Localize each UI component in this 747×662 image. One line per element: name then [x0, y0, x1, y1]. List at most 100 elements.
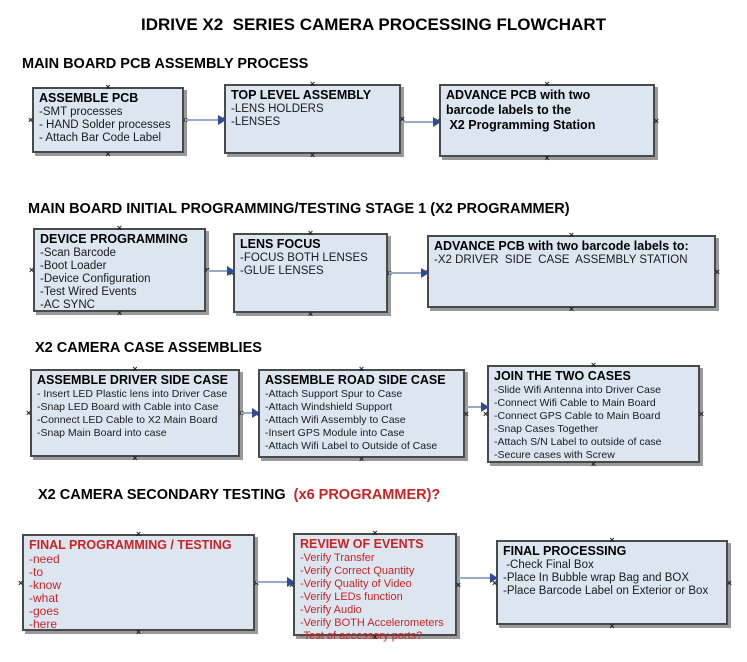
- flow-box-lens-focus: LENS FOCUS-FOCUS BOTH LENSES-GLUE LENSES…: [229, 229, 392, 319]
- connection-point-icon: ×: [609, 535, 615, 545]
- box-item: -Insert GPS Module into Case: [265, 427, 405, 439]
- section-heading: MAIN BOARD INITIAL PROGRAMMING/TESTING S…: [28, 201, 570, 217]
- box-item: -Attach Wifi Assembly to Case: [265, 414, 406, 426]
- box-item: -Snap Cases Together: [494, 423, 599, 435]
- box-item: -know: [29, 578, 62, 592]
- connection-point-icon: ×: [132, 453, 138, 463]
- flow-box-assemble-road-side-case: ASSEMBLE ROAD SIDE CASE-Attach Support S…: [254, 365, 469, 464]
- arrow-head-icon: [433, 117, 441, 127]
- flow-box-device-programming: DEVICE PROGRAMMING-Scan Barcode-Boot Loa…: [29, 224, 210, 318]
- box-title: FINAL PROGRAMMING / TESTING: [29, 538, 232, 552]
- box-item: -Connect GPS Cable to Main Board: [494, 410, 661, 422]
- box-item: -goes: [29, 604, 60, 618]
- box-item: - HAND Solder processes: [39, 119, 171, 131]
- box-title: LENS FOCUS: [240, 237, 321, 251]
- arrow-line: [207, 270, 228, 272]
- connection-point-icon: ×: [28, 115, 34, 125]
- box-item: -Place In Bubble wrap Bag and BOX: [503, 572, 690, 584]
- flow-arrow: [184, 115, 226, 125]
- connection-point-icon: ×: [116, 223, 123, 233]
- box-title: ADVANCE PCB with two barcode labels to:: [434, 239, 689, 253]
- page-title: IDRIVE X2 SERIES CAMERA PROCESSING FLOWC…: [140, 15, 607, 34]
- arrow-head-icon: [421, 268, 429, 278]
- box-item: -Verify Quality of Video: [300, 578, 412, 590]
- box-item: -Slide Wifi Antenna into Driver Case: [494, 384, 661, 396]
- arrow-line: [241, 412, 253, 414]
- connection-point-icon: ×: [653, 115, 659, 126]
- flow-box-final-programming-testing: FINAL PROGRAMMING / TESTING-need-to-know…: [18, 530, 259, 637]
- arrow-head-icon: [227, 266, 235, 276]
- flow-arrow: [388, 268, 429, 278]
- box-title: ASSEMBLE ROAD SIDE CASE: [265, 373, 446, 387]
- box-item: -Verify Transfer: [300, 552, 375, 564]
- box-item: -GLUE LENSES: [240, 265, 324, 277]
- connection-point-icon: ×: [544, 79, 550, 89]
- box-title: ASSEMBLE PCB: [39, 91, 139, 105]
- box-item: -Place Barcode Label on Exterior or Box: [503, 585, 709, 597]
- connection-point-icon: ×: [544, 153, 550, 163]
- box-title: FINAL PROCESSING: [503, 544, 627, 558]
- box-item: -Snap LED Board with Cable into Case: [37, 401, 219, 413]
- box-item: -Verify Correct Quantity: [300, 565, 415, 577]
- section-heading-text: X2 CAMERA CASE ASSEMBLIES: [35, 340, 262, 356]
- connection-point-icon: ×: [105, 149, 111, 159]
- arrow-head-icon: [287, 577, 295, 587]
- box-item: -Verify LEDs function: [300, 591, 403, 603]
- connection-point-icon: ×: [590, 360, 597, 370]
- arrow-line: [466, 406, 482, 408]
- section-heading-text: MAIN BOARD INITIAL PROGRAMMING/TESTING S…: [28, 201, 570, 217]
- box-title: JOIN THE TWO CASES: [494, 369, 631, 383]
- flow-arrow: [457, 573, 498, 583]
- box-title: ADVANCE PCB with two barcode labels to t…: [446, 88, 596, 132]
- arrow-head-icon: [252, 408, 260, 418]
- flow-arrow: [240, 408, 260, 418]
- box-item: -SMT processes: [39, 106, 123, 118]
- connection-point-icon: ×: [18, 577, 24, 588]
- arrow-line: [389, 272, 422, 274]
- box-item: -Boot Loader: [40, 260, 107, 272]
- section-heading: X2 CAMERA CASE ASSEMBLIES: [35, 340, 262, 356]
- box-item: -LENS HOLDERS: [231, 103, 324, 115]
- box-item: -Verify Audio: [300, 604, 362, 616]
- connection-point-icon: ×: [307, 309, 314, 319]
- section-heading-text: X2 CAMERA SECONDARY TESTING: [38, 487, 294, 503]
- box-item: -Attach Support Spur to Case: [265, 388, 403, 400]
- box-item: -Scan Barcode: [40, 247, 117, 259]
- flow-arrow: [465, 402, 489, 412]
- connection-point-icon: ×: [132, 364, 138, 374]
- box-item: -need: [29, 552, 60, 566]
- box-item: -Verify BOTH Accelerometers: [300, 617, 444, 629]
- connection-point-icon: ×: [358, 454, 365, 464]
- box-item: -Attach S/N Label to outside of case: [494, 436, 662, 448]
- section-heading-red-text: (x6 PROGRAMMER)?: [293, 487, 441, 503]
- connection-point-icon: ×: [568, 304, 575, 314]
- box-item: -Attach Wifi Label to Outside of Case: [265, 440, 438, 452]
- flow-box-review-of-events: REVIEW OF EVENTS-Verify Transfer-Verify …: [289, 529, 461, 643]
- box-item: -Test of accessory ports?: [300, 630, 423, 642]
- box-item: - Insert LED Plastic lens into Driver Ca…: [37, 388, 228, 400]
- connection-point-icon: ×: [358, 364, 365, 374]
- box-item: -Connect LED Cable to X2 Main Board: [37, 414, 218, 426]
- arrow-line: [185, 119, 219, 121]
- flow-arrow: [206, 266, 235, 276]
- box-item: -to: [29, 565, 44, 579]
- connection-point-icon: ×: [714, 266, 720, 277]
- flow-box-assemble-pcb: ASSEMBLE PCB-SMT processes- HAND Solder …: [28, 83, 188, 159]
- arrow-head-icon: [490, 573, 498, 583]
- flow-box-join-the-two-cases: JOIN THE TWO CASES-Slide Wifi Antenna in…: [483, 361, 704, 469]
- connection-point-icon: ×: [726, 577, 732, 588]
- arrow-line: [256, 581, 288, 583]
- box-item: -Check Final Box: [503, 559, 594, 571]
- connection-point-icon: ×: [307, 228, 314, 238]
- connection-point-icon: ×: [568, 230, 575, 240]
- box-item: - Attach Bar Code Label: [39, 132, 162, 144]
- connection-point-icon: ×: [309, 150, 316, 160]
- box-title: DEVICE PROGRAMMING: [40, 232, 188, 246]
- box-item: -Secure cases with Screw: [494, 449, 615, 461]
- section-heading: MAIN BOARD PCB ASSEMBLY PROCESS: [22, 56, 308, 72]
- connection-point-icon: ×: [698, 409, 704, 419]
- connection-point-icon: ×: [135, 529, 142, 539]
- connection-point-icon: ×: [372, 528, 378, 538]
- box-item: -Test Wired Events: [40, 286, 137, 298]
- box-item: -Snap Main Board into case: [37, 427, 167, 439]
